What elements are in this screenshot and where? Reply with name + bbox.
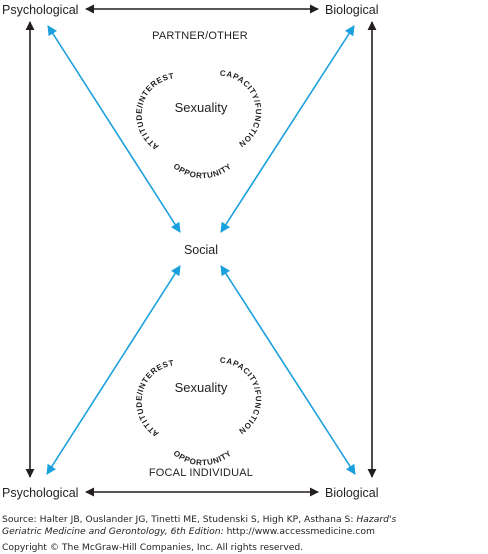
source-caption-line-1: Source: Halter JB, Ouslander JG, Tinetti… [2,514,396,525]
biopsychosocial-diagram: Psychological Biological Psychological B… [2,3,379,500]
arrow-social-to-top-psychological [47,25,181,233]
copyright-text: Copyright © The McGraw-Hill Companies, I… [2,542,304,553]
source-title-italic: Hazard's [356,514,397,525]
source-url: http://www.accessmedicine.com [223,526,375,537]
social-label: Social [184,243,218,257]
bottom-left-psychological-label: Psychological [2,486,78,500]
top-sexuality-label: Sexuality [175,100,228,115]
arrow-social-to-bottom-biological [220,265,356,475]
bottom-opportunity-label: OPPORTUNITY [172,449,234,468]
top-right-biological-label: Biological [325,3,379,17]
bottom-sexuality-label: Sexuality [175,380,228,395]
partner-other-label: PARTNER/OTHER [152,30,248,42]
copyright-line: Copyright © The McGraw-Hill Companies, I… [2,542,303,553]
bottom-capacity-function-label: CAPACITY/FUNCTION [219,356,262,436]
top-attitude-interest-label: ATTITUDE/INTEREST [135,71,175,151]
top-opportunity-label: OPPORTUNITY [172,162,234,181]
focal-individual-label: FOCAL INDIVIDUAL [149,467,253,479]
source-text: Source: Halter JB, Ouslander JG, Tinetti… [2,514,357,525]
source-caption-line-2: Geriatric Medicine and Gerontology, 6th … [2,526,375,537]
bottom-right-biological-label: Biological [325,486,379,500]
bottom-attitude-interest-label: ATTITUDE/INTEREST [135,358,175,438]
arrow-social-to-bottom-psychological [46,265,181,475]
bottom-sexuality-cluster: Sexuality ATTITUDE/INTEREST CAPACITY/FUN… [135,356,263,468]
top-sexuality-cluster: Sexuality ATTITUDE/INTEREST CAPACITY/FUN… [135,69,263,181]
arrow-social-to-top-biological [220,25,355,233]
source-title-italic-cont: Geriatric Medicine and Gerontology, 6th … [2,526,224,537]
top-left-psychological-label: Psychological [2,3,78,17]
